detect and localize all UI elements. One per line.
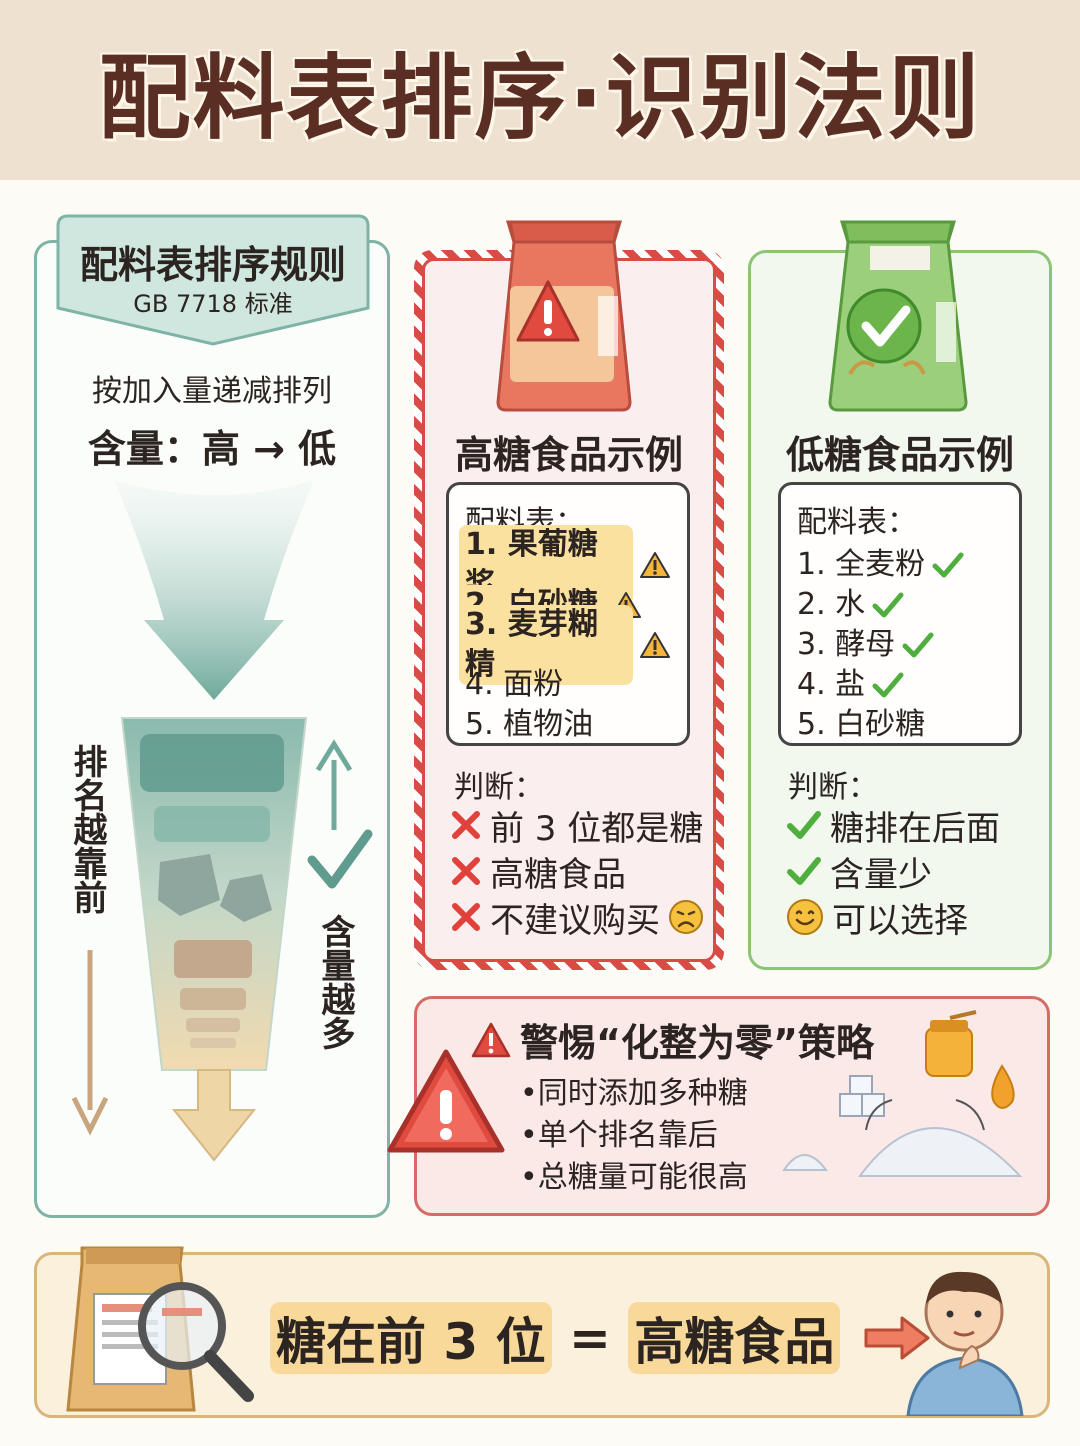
rules-banner-subtitle: GB 7718 标准 (133, 290, 293, 318)
list-item: 1. 全麦粉 (797, 545, 1003, 585)
rules-order: 含量：高 → 低 (87, 427, 337, 471)
page-title: 配料表排序·识别法则 (98, 44, 982, 152)
verdict-text: 高糖食品 (490, 854, 626, 895)
check-icon (786, 810, 822, 840)
high-sugar-bag-icon (496, 220, 632, 412)
warning-bullet: •总糖量可能很高 (520, 1160, 748, 1195)
ingredient-text: 1. 全麦粉 (797, 547, 926, 582)
warning-title-row: 警惕“化整为零”策略 (470, 1012, 874, 1067)
cross-icon (450, 901, 482, 933)
high-sugar-verdict-title: 判断： (454, 770, 544, 805)
high-sugar-ingredient-list: 配料表： 1. 果葡糖浆 2. 白砂糖 3. 麦芽糊精 4. 面粉 5. 植物油 (446, 482, 690, 746)
verdict-text: 前 3 位都是糖 (490, 808, 704, 849)
warning-bullet: •同时添加多种糖 (520, 1076, 748, 1111)
rules-banner: 配料表排序规则 GB 7718 标准 (50, 212, 376, 348)
rules-banner-title: 配料表排序规则 (79, 243, 346, 287)
header: 配料表排序·识别法则 (0, 0, 1080, 180)
low-sugar-title: 低糖食品示例 (785, 433, 1014, 477)
verdict-text: 不建议购买 (490, 900, 660, 941)
list-item: 3. 酵母 (797, 625, 1003, 665)
warning-bullet: •单个排名靠后 (520, 1118, 718, 1153)
ingredient-text: 3. 麦芽糊精 (459, 605, 633, 685)
check-icon (871, 591, 905, 619)
warning-icon (470, 1021, 512, 1059)
cross-icon (450, 855, 482, 887)
verdict-item: 糖排在后面 (786, 802, 1000, 849)
list-item: 3. 麦芽糊精 (459, 605, 671, 685)
verdict-item: 不建议购买 (450, 894, 712, 941)
low-sugar-verdict-title: 判断： (788, 770, 878, 805)
list-item: 4. 盐 (797, 665, 1003, 705)
ingredient-text: 1. 果葡糖浆 (459, 525, 633, 605)
verdict-item: 前 3 位都是糖 (450, 802, 704, 849)
low-sugar-ingredient-list: 配料表： 1. 全麦粉 2. 水 3. 酵母 4. 盐 5. 白砂糖 (778, 482, 1022, 746)
warning-title: 警惕“化整为零”策略 (520, 1021, 874, 1065)
verdict-text: 可以选择 (832, 900, 968, 941)
rank-forward-label: 排名越靠前 (67, 744, 107, 914)
verdict-text: 糖排在后面 (830, 808, 1000, 849)
verdict-text: 含量少 (830, 854, 932, 895)
more-content-label: 含量越多 (315, 914, 355, 1050)
list-item: 5. 植物油 (465, 707, 594, 742)
list-item: 2. 水 (797, 585, 1003, 625)
check-icon (901, 631, 935, 659)
sugar-sources-illustration (782, 1010, 1023, 1177)
cross-icon (450, 809, 482, 841)
summary-equals: = (551, 1309, 629, 1367)
frown-icon (668, 899, 704, 935)
low-sugar-bag-icon (828, 220, 968, 412)
ingredient-text: 3. 酵母 (797, 627, 896, 662)
summary-result: 高糖食品 (628, 1302, 841, 1374)
list-item: 5. 白砂糖 (797, 707, 926, 742)
verdict-item: 高糖食品 (450, 848, 626, 895)
check-icon (931, 551, 965, 579)
arrow-right-icon (862, 1314, 932, 1362)
funnel-illustration (71, 480, 373, 1162)
smile-icon (786, 898, 824, 936)
summary-condition: 糖在前 3 位 (270, 1302, 552, 1374)
magnifier-package-icon (66, 1246, 254, 1412)
list-item: 4. 面粉 (465, 665, 671, 705)
warning-icon (639, 551, 671, 579)
warning-icon (639, 631, 671, 659)
rules-description: 按加入量递减排列 (92, 374, 332, 409)
verdict-item: 可以选择 (786, 894, 968, 941)
list-item: 1. 果葡糖浆 (459, 525, 671, 605)
thinking-person-avatar (906, 1271, 1024, 1416)
check-icon (871, 671, 905, 699)
high-sugar-title: 高糖食品示例 (454, 433, 683, 477)
ingredient-text: 4. 盐 (797, 667, 866, 702)
ingredient-list-title: 配料表： (797, 505, 917, 540)
large-warning-icon (387, 1049, 505, 1153)
check-icon (786, 856, 822, 886)
ingredient-text: 2. 水 (797, 587, 866, 622)
verdict-item: 含量少 (786, 848, 932, 895)
summary-text: 糖在前 3 位 = 高糖食品 (270, 1302, 932, 1374)
